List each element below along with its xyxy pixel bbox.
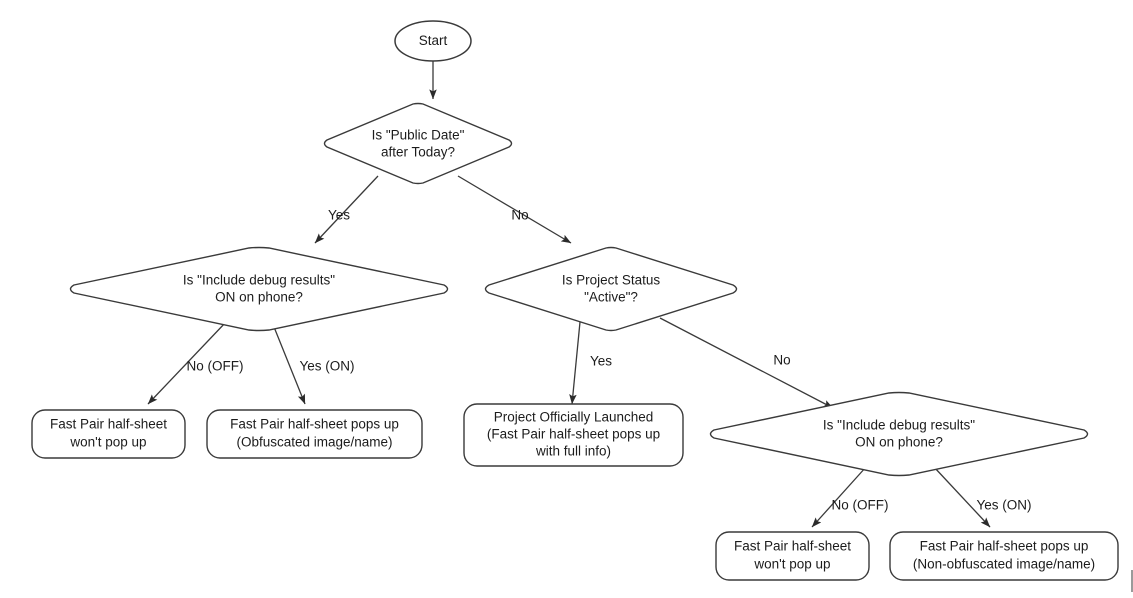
edge-label-public-date-no: No [511, 208, 528, 223]
edge-label-debug-left-no: No (OFF) [187, 359, 244, 374]
node-result-non-obfuscated-line-2: (Non-obfuscated image/name) [913, 557, 1095, 572]
node-decision-public-date-line-2: after Today? [381, 145, 455, 160]
node-decision-debug-right[interactable]: Is "Include debug results" ON on phone? [709, 391, 1089, 477]
node-result-non-obfuscated-line-1: Fast Pair half-sheet pops up [920, 539, 1089, 554]
node-decision-project-status-line-1: Is Project Status [562, 273, 661, 288]
edge-label-project-status-no: No [773, 353, 790, 368]
edge-debug-right-yes: Yes (ON) [933, 466, 1032, 528]
node-result-non-obfuscated[interactable]: Fast Pair half-sheet pops up (Non-obfusc… [889, 531, 1119, 581]
edge-public-date-yes: Yes [314, 175, 379, 244]
node-result-no-popup-left[interactable]: Fast Pair half-sheet won't pop up [31, 409, 186, 459]
node-decision-public-date[interactable]: Is "Public Date" after Today? [323, 102, 513, 185]
node-result-obfuscated[interactable]: Fast Pair half-sheet pops up (Obfuscated… [206, 409, 423, 459]
node-result-launched[interactable]: Project Officially Launched (Fast Pair h… [463, 403, 684, 467]
node-decision-public-date-line-1: Is "Public Date" [372, 128, 465, 143]
node-decision-project-status-line-2: "Active"? [584, 290, 638, 305]
node-decision-debug-left-line-1: Is "Include debug results" [183, 273, 335, 288]
node-decision-project-status[interactable]: Is Project Status "Active"? [484, 246, 738, 332]
node-start[interactable]: Start [394, 20, 472, 62]
node-decision-debug-left-line-2: ON on phone? [215, 290, 303, 305]
node-decision-debug-right-line-1: Is "Include debug results" [823, 418, 975, 433]
node-result-obfuscated-line-1: Fast Pair half-sheet pops up [230, 417, 399, 432]
node-result-no-popup-right[interactable]: Fast Pair half-sheet won't pop up [715, 531, 870, 581]
node-result-launched-line-2: (Fast Pair half-sheet pops up [487, 427, 660, 442]
node-result-launched-line-3: with full info) [535, 444, 611, 459]
nodes-layer: Start Is "Public Date" after Today? Is "… [31, 20, 1119, 581]
page-edge-mark [1131, 570, 1133, 592]
edge-label-project-status-yes: Yes [590, 354, 612, 369]
edge-project-status-yes: Yes [569, 321, 612, 405]
node-result-launched-line-1: Project Officially Launched [494, 410, 654, 425]
edges-layer: Yes No No (OFF) Yes (ON) Yes [147, 61, 1032, 528]
edge-label-debug-right-yes: Yes (ON) [976, 498, 1031, 513]
node-result-no-popup-right-line-1: Fast Pair half-sheet [734, 539, 851, 554]
edge-public-date-no: No [457, 175, 572, 244]
edge-debug-left-yes: Yes (ON) [271, 321, 355, 405]
node-result-no-popup-left-line-1: Fast Pair half-sheet [50, 417, 167, 432]
node-result-no-popup-right-line-2: won't pop up [753, 557, 830, 572]
edge-label-public-date-yes: Yes [328, 208, 350, 223]
edge-label-debug-right-no: No (OFF) [832, 498, 889, 513]
node-decision-debug-left[interactable]: Is "Include debug results" ON on phone? [69, 246, 449, 332]
edge-label-debug-left-yes: Yes (ON) [299, 359, 354, 374]
node-decision-debug-right-line-2: ON on phone? [855, 435, 943, 450]
edge-project-status-no: No [659, 317, 834, 409]
edge-debug-right-no: No (OFF) [811, 466, 889, 528]
node-result-no-popup-left-line-2: won't pop up [69, 435, 146, 450]
node-start-line-1: Start [419, 33, 448, 48]
node-result-obfuscated-line-2: (Obfuscated image/name) [236, 435, 392, 450]
edge-debug-left-no: No (OFF) [147, 321, 244, 405]
